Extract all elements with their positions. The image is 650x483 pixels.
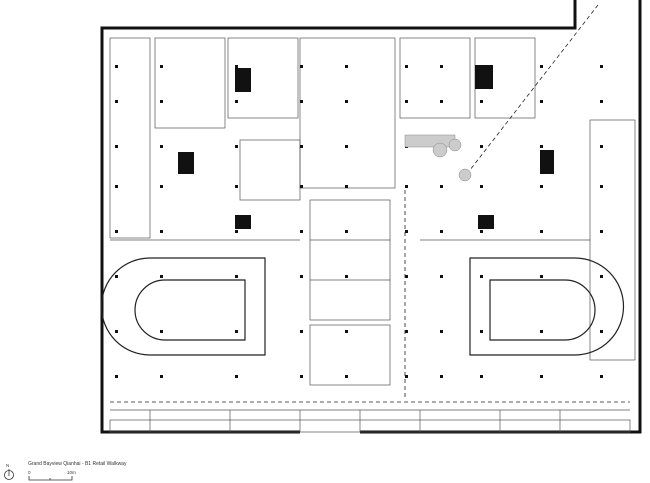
- column: [480, 375, 483, 378]
- column: [600, 375, 603, 378]
- column: [540, 145, 543, 148]
- column: [540, 330, 543, 333]
- column: [600, 230, 603, 233]
- column: [440, 100, 443, 103]
- interior-walls: [109, 37, 636, 433]
- column: [540, 275, 543, 278]
- column: [405, 330, 408, 333]
- column: [405, 185, 408, 188]
- column: [480, 230, 483, 233]
- column: [160, 230, 163, 233]
- north-arrow: N: [3, 463, 15, 481]
- column: [345, 100, 348, 103]
- column: [235, 145, 238, 148]
- column: [300, 375, 303, 378]
- column: [405, 275, 408, 278]
- column: [540, 230, 543, 233]
- column: [235, 185, 238, 188]
- column: [440, 65, 443, 68]
- column: [600, 100, 603, 103]
- column: [160, 100, 163, 103]
- column: [440, 185, 443, 188]
- column: [160, 65, 163, 68]
- north-label: N: [6, 463, 10, 468]
- column: [405, 375, 408, 378]
- column: [440, 375, 443, 378]
- column: [540, 65, 543, 68]
- column: [115, 330, 118, 333]
- column: [540, 100, 543, 103]
- column: [300, 65, 303, 68]
- scale-start: 0: [28, 470, 31, 475]
- column: [235, 65, 238, 68]
- column: [235, 230, 238, 233]
- column: [345, 330, 348, 333]
- column: [480, 185, 483, 188]
- column: [480, 275, 483, 278]
- column: [160, 330, 163, 333]
- column: [160, 375, 163, 378]
- column: [480, 145, 483, 148]
- column: [300, 330, 303, 333]
- column: [235, 100, 238, 103]
- column: [405, 230, 408, 233]
- compass-icon: [4, 469, 14, 480]
- column: [235, 330, 238, 333]
- column: [115, 100, 118, 103]
- column: [440, 330, 443, 333]
- walkway-route: [110, 4, 630, 403]
- column: [600, 185, 603, 188]
- column: [600, 65, 603, 68]
- scale-end: 10m: [67, 470, 76, 475]
- column: [440, 230, 443, 233]
- column: [345, 65, 348, 68]
- cores: [178, 65, 554, 229]
- column: [540, 375, 543, 378]
- column: [300, 275, 303, 278]
- column: [300, 100, 303, 103]
- column: [160, 185, 163, 188]
- column: [160, 275, 163, 278]
- column: [345, 375, 348, 378]
- scale-line: [28, 476, 73, 481]
- column: [345, 230, 348, 233]
- column: [405, 65, 408, 68]
- column: [115, 375, 118, 378]
- column: [115, 185, 118, 188]
- scale-bar: 0 10m: [28, 470, 76, 482]
- column: [115, 65, 118, 68]
- column: [115, 145, 118, 148]
- column: [600, 145, 603, 148]
- structural-columns: [115, 65, 603, 378]
- column: [480, 65, 483, 68]
- central-plaza: [404, 134, 472, 182]
- column: [235, 375, 238, 378]
- column: [300, 145, 303, 148]
- column: [115, 275, 118, 278]
- column: [405, 100, 408, 103]
- column: [480, 330, 483, 333]
- column: [345, 185, 348, 188]
- column: [115, 230, 118, 233]
- column: [440, 275, 443, 278]
- column: [480, 100, 483, 103]
- outer-walls: [100, 0, 642, 434]
- atrium-rings: [100, 257, 625, 356]
- column: [300, 185, 303, 188]
- plan-title: Grand Bayview Qianhai - B1 Retail Walkwa…: [28, 461, 127, 467]
- column: [300, 230, 303, 233]
- column: [235, 275, 238, 278]
- column: [345, 275, 348, 278]
- column: [600, 330, 603, 333]
- column: [160, 145, 163, 148]
- column: [540, 185, 543, 188]
- column: [600, 275, 603, 278]
- column: [345, 145, 348, 148]
